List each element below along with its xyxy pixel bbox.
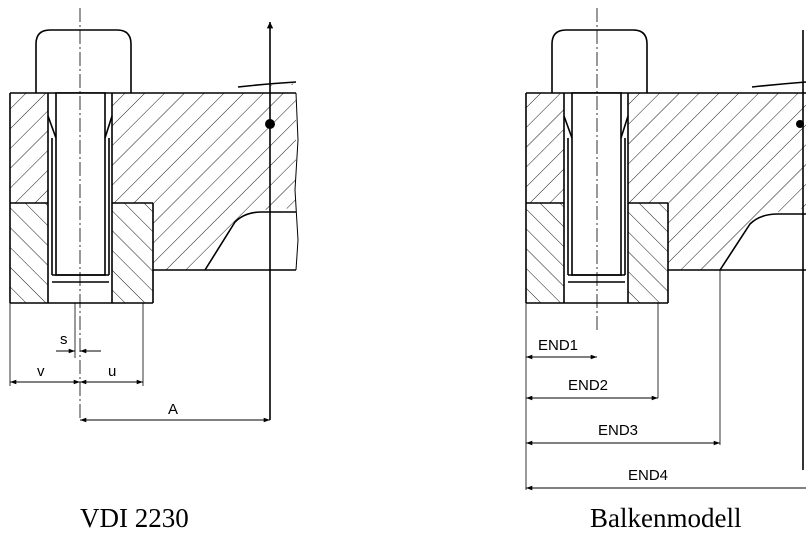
dim-label-A: A	[168, 401, 178, 418]
bottom-plate-right	[112, 203, 153, 303]
dim-u: u	[80, 363, 143, 385]
right-view: END1 END2 END3 END4 Balkenmodell	[525, 8, 806, 533]
top-plate-left	[10, 93, 48, 203]
dim-label-end2: END2	[568, 377, 608, 394]
dim-A: A	[80, 401, 270, 423]
load-point	[265, 119, 275, 129]
top-plate-right	[112, 83, 296, 270]
top-plate-left	[526, 93, 564, 203]
dim-v: v	[10, 363, 80, 385]
dim-label-s: s	[60, 331, 68, 348]
top-plate-right	[628, 93, 806, 270]
dim-label-end4: END4	[628, 467, 668, 484]
left-caption: VDI 2230	[80, 503, 189, 533]
dim-label-end1: END1	[538, 337, 578, 354]
bottom-plate-left	[526, 203, 564, 303]
dim-label-end3: END3	[598, 422, 638, 439]
load-point	[796, 120, 804, 128]
dim-end1: END1	[526, 337, 597, 360]
bolt-head	[551, 29, 648, 93]
dim-end4: END4	[526, 467, 806, 491]
dim-label-v: v	[37, 363, 45, 380]
left-view: s v u A VDI 2230	[9, 8, 299, 533]
bottom-plate-right	[628, 203, 668, 303]
bottom-plate-left	[10, 203, 48, 303]
dim-s: s	[56, 331, 101, 354]
dim-end2: END2	[526, 377, 658, 401]
dim-end3: END3	[526, 422, 720, 446]
bolt-head	[35, 29, 132, 93]
dim-label-u: u	[108, 363, 116, 380]
right-caption: Balkenmodell	[590, 503, 741, 533]
